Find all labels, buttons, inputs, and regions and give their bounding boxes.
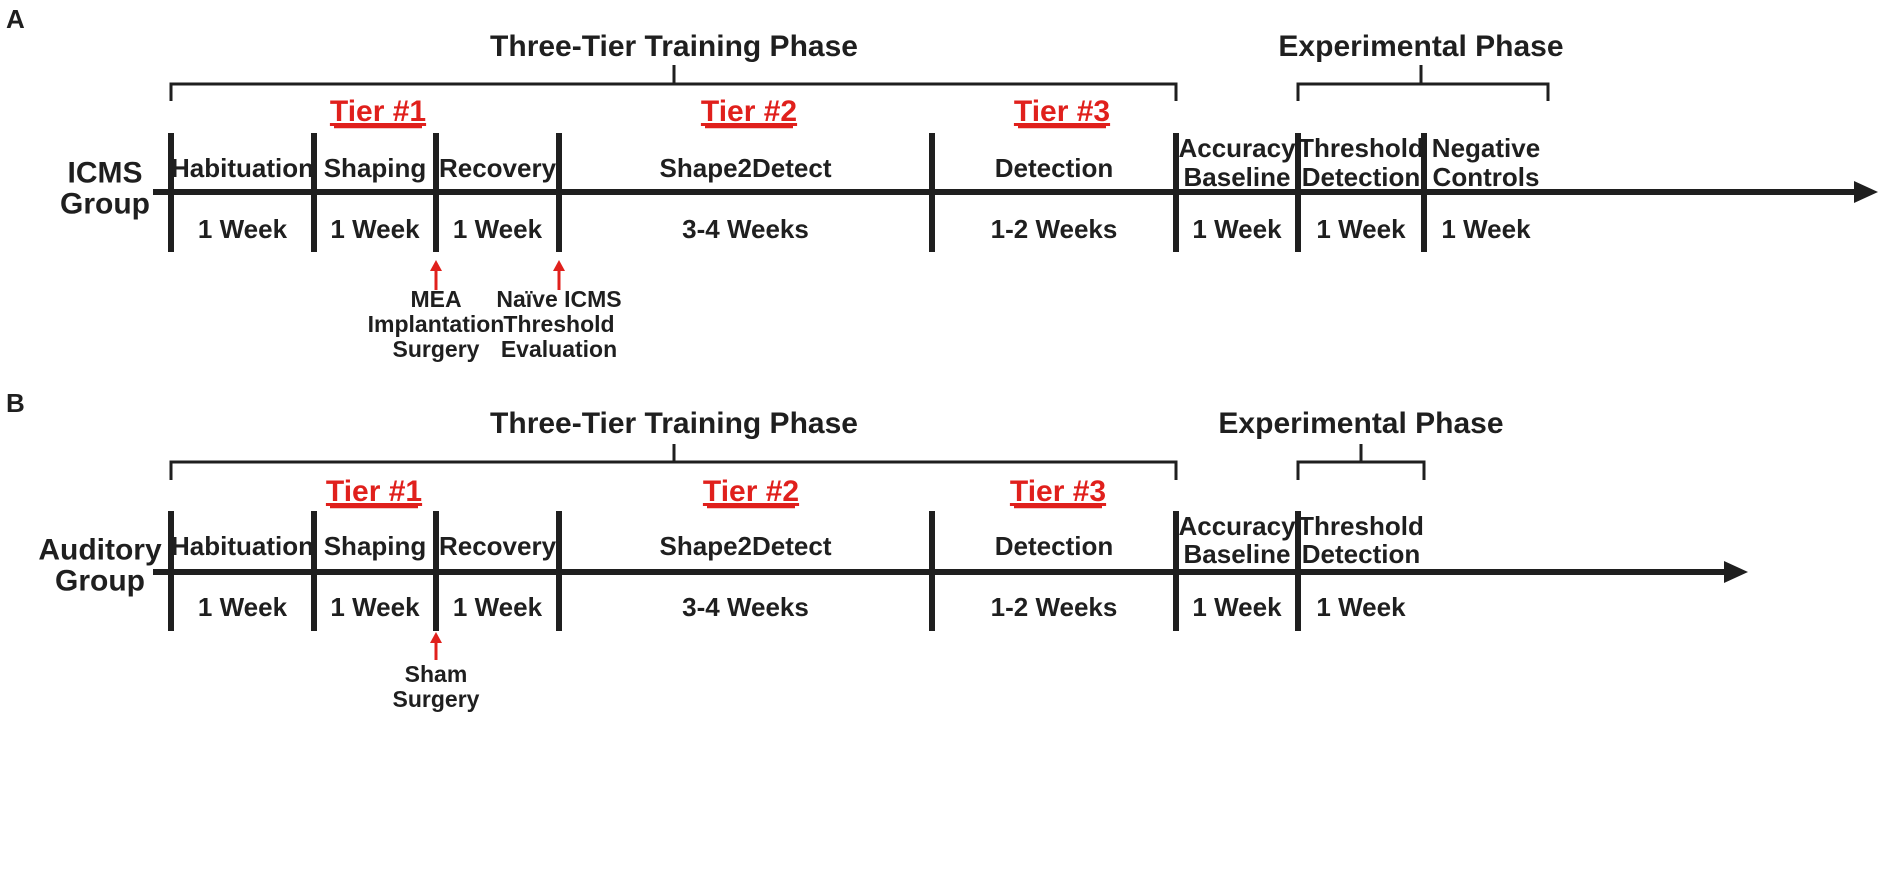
event-label: Surgery <box>393 336 480 362</box>
phase-bracket <box>169 65 1178 101</box>
tier-label: Tier #2 <box>703 475 799 508</box>
stage-label: Detection <box>1302 539 1420 569</box>
stage-duration: 1 Week <box>1316 214 1406 244</box>
panel-letter: B <box>6 388 25 418</box>
timeline-arrowhead <box>1724 561 1748 583</box>
group-label: Group <box>60 188 150 221</box>
stage-label: Shape2Detect <box>660 531 832 561</box>
stage-label: Baseline <box>1184 162 1291 192</box>
stage-duration: 1-2 Weeks <box>991 214 1118 244</box>
stage-duration: 1 Week <box>1316 592 1406 622</box>
phase-title: Three-Tier Training Phase <box>490 30 858 63</box>
stage-duration: 3-4 Weeks <box>682 592 809 622</box>
tier-label: Tier #3 <box>1010 475 1106 508</box>
stage-label: Detection <box>995 153 1113 183</box>
phase-bracket <box>169 444 1178 480</box>
stage-label: Controls <box>1433 162 1540 192</box>
phase-title: Three-Tier Training Phase <box>490 407 858 440</box>
stage-duration: 1 Week <box>1192 592 1282 622</box>
group-label: Group <box>55 565 145 598</box>
group-label: ICMS <box>68 157 143 190</box>
stage-label: Accuracy <box>1178 511 1296 541</box>
phase-bracket <box>1296 65 1550 101</box>
stage-label: Detection <box>1302 162 1420 192</box>
stage-label: Recovery <box>439 153 557 183</box>
stage-label: Threshold <box>1298 133 1424 163</box>
timeline-arrowhead <box>1854 181 1878 203</box>
stage-duration: 1 Week <box>1441 214 1531 244</box>
event-label: Sham <box>405 661 468 687</box>
stage-duration: 1 Week <box>330 592 420 622</box>
tier-label: Tier #1 <box>326 475 422 508</box>
stage-label: Detection <box>995 531 1113 561</box>
event-arrowhead <box>430 632 442 643</box>
stage-label: Shape2Detect <box>660 153 832 183</box>
stage-label: Shaping <box>324 153 427 183</box>
tier-label: Tier #1 <box>330 95 426 128</box>
stage-label: Negative <box>1432 133 1540 163</box>
event-label: Threshold <box>503 311 614 337</box>
group-label: Auditory <box>38 534 162 567</box>
tier-label: Tier #3 <box>1014 95 1110 128</box>
stage-label: Baseline <box>1184 539 1291 569</box>
event-label: MEA <box>410 286 461 312</box>
event-label: Naïve ICMS <box>496 286 621 312</box>
tier-label: Tier #2 <box>701 95 797 128</box>
stage-label: Threshold <box>1298 511 1424 541</box>
stage-label: Habituation <box>171 153 314 183</box>
stage-label: Accuracy <box>1178 133 1296 163</box>
phase-title: Experimental Phase <box>1218 407 1503 440</box>
stage-label: Shaping <box>324 531 427 561</box>
stage-duration: 1 Week <box>198 592 288 622</box>
stage-duration: 1 Week <box>330 214 420 244</box>
stage-duration: 3-4 Weeks <box>682 214 809 244</box>
phase-title: Experimental Phase <box>1278 30 1563 63</box>
stage-duration: 1-2 Weeks <box>991 592 1118 622</box>
stage-label: Recovery <box>439 531 557 561</box>
panel-letter: A <box>6 4 25 34</box>
event-arrowhead <box>553 260 565 271</box>
event-label: Surgery <box>393 686 480 712</box>
stage-duration: 1 Week <box>1192 214 1282 244</box>
phase-bracket <box>1296 444 1426 480</box>
stage-duration: 1 Week <box>198 214 288 244</box>
stage-duration: 1 Week <box>453 592 543 622</box>
stage-label: Habituation <box>171 531 314 561</box>
event-label: Evaluation <box>501 336 617 362</box>
event-arrowhead <box>430 260 442 271</box>
stage-duration: 1 Week <box>453 214 543 244</box>
event-label: Implantation <box>368 311 505 337</box>
